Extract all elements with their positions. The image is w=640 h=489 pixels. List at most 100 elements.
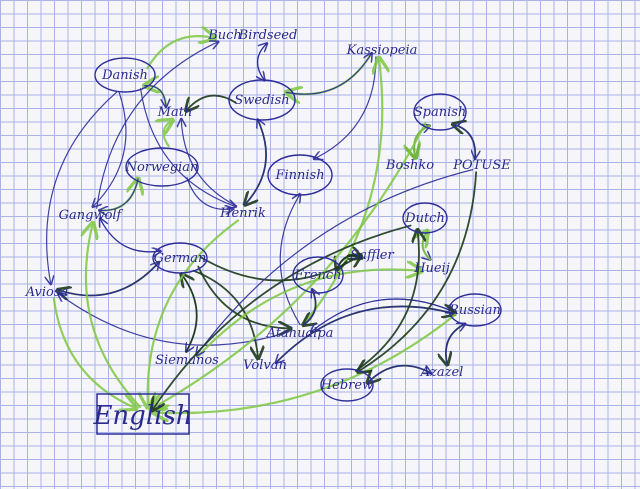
edge-aviosa-to-german <box>57 262 159 297</box>
german-ellipse <box>152 242 208 274</box>
node-saffler: Saffler <box>350 248 394 263</box>
node-dutch: Dutch <box>402 202 448 234</box>
norwegian-label: Norwegian <box>125 160 199 175</box>
node-birdseed: Birdseed <box>238 28 298 43</box>
spanish-ellipse <box>413 93 467 131</box>
boshko-label: Boshko <box>385 158 434 173</box>
node-azazel: Azazel <box>420 365 464 380</box>
edge-german-to-atahualpa <box>197 265 290 329</box>
russian-ellipse <box>448 293 502 327</box>
edge-henrik-to-math <box>181 119 238 207</box>
node-potuse: POTUSE <box>452 158 511 173</box>
node-henrik: Henrik <box>219 206 266 221</box>
edge-russian-to-atahualpa <box>311 298 455 332</box>
node-math: Math <box>157 105 193 120</box>
potuse-label: POTUSE <box>452 158 511 173</box>
node-hebrew: Hebrew <box>320 368 374 402</box>
node-volvan: Volvan <box>243 358 287 373</box>
edge-spanish-to-potuse <box>452 123 475 158</box>
henrik-label: Henrik <box>219 206 266 221</box>
edge-swedish-to-math <box>186 94 237 111</box>
node-atahualpa: Atahualpa <box>266 326 334 341</box>
edge-kassiopeia-to-swedish <box>286 52 373 94</box>
volvan-label: Volvan <box>243 358 287 373</box>
atahualpa-label: Atahualpa <box>266 326 334 341</box>
french-ellipse <box>292 256 344 294</box>
french-label: French <box>294 268 342 283</box>
swedish-ellipse <box>228 79 296 121</box>
node-kassiopeia: Kassiopeia <box>346 43 418 58</box>
edge-german-to-aviosa <box>58 261 160 296</box>
edge-danish-to-henrik <box>139 88 236 207</box>
edge-norwegian-to-math <box>164 120 173 148</box>
node-norwegian: Norwegian <box>125 147 199 187</box>
edge-aviosa-to-english <box>52 297 136 409</box>
node-swedish: Swedish <box>228 79 296 121</box>
edge-hebrew-to-azazel <box>367 366 431 384</box>
hueij-label: Hueij <box>413 261 450 276</box>
node-danish: Danish <box>94 57 156 93</box>
edge-atahualpa-to-french <box>302 289 315 326</box>
edge-birdseed-to-swedish <box>258 42 268 80</box>
edge-spanish-to-english <box>151 122 427 409</box>
finnish-label: Finnish <box>274 168 324 183</box>
spanish-label: Spanish <box>414 105 467 120</box>
math-label: Math <box>157 105 193 120</box>
edges <box>47 36 476 413</box>
node-spanish: Spanish <box>413 93 467 131</box>
aviosa-label: Aviosa <box>25 285 69 300</box>
english-label: English <box>92 401 192 431</box>
node-buch: Buch <box>207 28 242 43</box>
edge-atahualpa-to-kassiopeia <box>302 58 382 327</box>
german-label: German <box>154 251 207 266</box>
edge-kassiopeia-to-finnish <box>314 56 377 159</box>
hebrew-ellipse <box>320 368 374 402</box>
norwegian-ellipse <box>125 147 199 187</box>
node-siemanos: Siemanos <box>155 353 219 368</box>
saffler-label: Saffler <box>350 248 394 263</box>
birdseed-label: Birdseed <box>238 28 298 43</box>
dutch-label: Dutch <box>404 211 445 226</box>
edge-danish-to-buch <box>146 36 214 70</box>
edge-siemanos-to-german <box>181 274 198 353</box>
node-russian: Russian <box>448 293 502 327</box>
edge-russian-to-english <box>154 313 457 413</box>
hebrew-label: Hebrew <box>320 378 373 393</box>
gangwolf-label: Gangwolf <box>59 208 124 223</box>
buch-label: Buch <box>207 28 242 43</box>
edge-norwegian-to-henrik <box>186 177 233 210</box>
edge-hueij-to-dutch <box>423 231 432 261</box>
dutch-ellipse <box>402 202 448 234</box>
edge-danish-to-gangwolf <box>93 91 127 206</box>
node-boshko: Boshko <box>385 158 434 173</box>
node-gangwolf: Gangwolf <box>59 208 124 223</box>
edge-saffler-to-french <box>337 254 363 270</box>
edge-norwegian-to-gangwolf <box>99 178 139 211</box>
edge-gangwolf-to-german <box>99 218 160 252</box>
edge-gangwolf-to-buch <box>96 42 219 209</box>
edge-atahualpa-to-aviosa <box>58 293 290 346</box>
edge-dutch-to-english <box>152 224 412 411</box>
danish-ellipse <box>94 57 156 93</box>
node-german: German <box>152 242 208 274</box>
edge-henrik-to-english <box>148 219 240 408</box>
node-finnish: Finnish <box>267 154 333 196</box>
kassiopeia-label: Kassiopeia <box>346 43 418 58</box>
edge-english-to-gangwolf <box>86 223 142 408</box>
edge-henrik-to-swedish <box>244 120 267 206</box>
node-french: French <box>292 256 344 294</box>
russian-label: Russian <box>448 303 501 318</box>
edge-math-to-danish <box>144 86 168 109</box>
azazel-label: Azazel <box>420 365 464 380</box>
node-aviosa: Aviosa <box>25 285 69 300</box>
edge-swedish-to-kassiopeia <box>285 53 371 95</box>
edge-hebrew-to-dutch <box>354 230 419 372</box>
node-english: English <box>92 393 193 435</box>
english-box <box>96 393 190 435</box>
swedish-label: Swedish <box>234 93 289 108</box>
danish-label: Danish <box>101 68 148 83</box>
edge-potuse-to-hebrew <box>358 171 478 372</box>
